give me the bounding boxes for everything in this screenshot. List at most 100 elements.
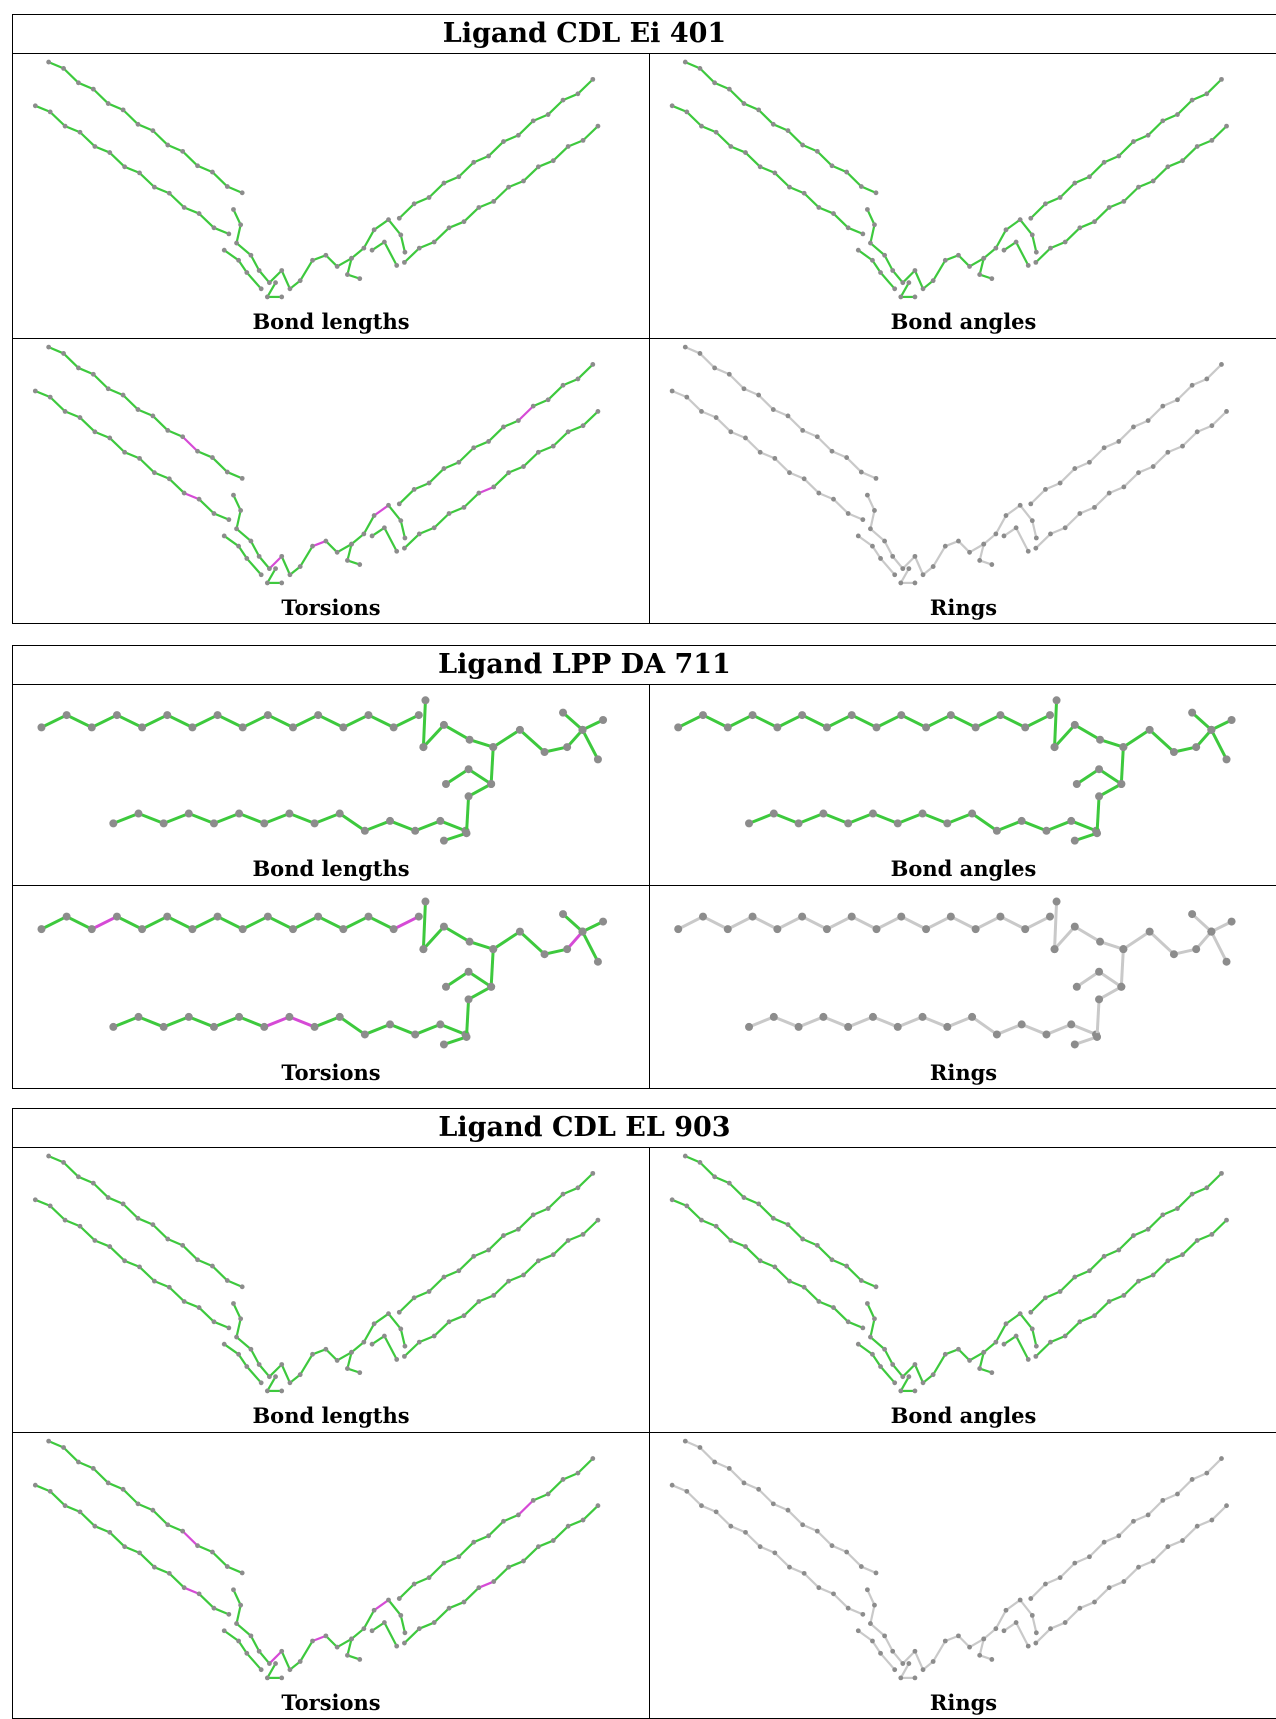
bond xyxy=(465,999,471,1038)
atom xyxy=(1042,826,1051,835)
atom xyxy=(545,397,551,403)
bond xyxy=(342,713,370,729)
atom xyxy=(439,922,448,931)
bond xyxy=(478,1580,495,1589)
atom xyxy=(1204,1470,1210,1476)
bond xyxy=(871,259,882,274)
atom xyxy=(273,1661,278,1666)
atom xyxy=(1219,1456,1224,1461)
atom xyxy=(431,1333,437,1339)
atom xyxy=(165,1236,171,1242)
atom xyxy=(521,464,526,469)
atom xyxy=(62,912,71,921)
atom xyxy=(1087,459,1092,465)
ligand-structure-diagram xyxy=(669,1438,1229,1681)
bond xyxy=(1191,1472,1208,1481)
bond xyxy=(1098,782,1123,798)
atom xyxy=(165,1522,171,1528)
bond xyxy=(715,416,732,433)
bond xyxy=(213,226,230,235)
bond xyxy=(492,1280,510,1297)
panel-grid: Bond lengths Bond angles Torsions Rings xyxy=(13,685,1276,1089)
bond xyxy=(232,1303,242,1320)
atom xyxy=(411,487,417,492)
atom xyxy=(844,169,850,175)
atom xyxy=(743,435,748,441)
atom xyxy=(968,809,977,818)
bond xyxy=(48,61,64,70)
bond xyxy=(40,915,68,931)
bond xyxy=(364,1023,391,1036)
atom xyxy=(845,511,851,516)
atom xyxy=(741,101,747,106)
atom xyxy=(1189,382,1195,388)
bond xyxy=(869,1604,876,1624)
bond xyxy=(1024,915,1051,931)
bond xyxy=(902,269,916,284)
bond xyxy=(153,1566,170,1575)
bond xyxy=(871,545,882,560)
bond xyxy=(677,713,704,729)
atom xyxy=(248,1346,254,1352)
bond xyxy=(522,166,540,182)
bond xyxy=(946,812,973,825)
atom xyxy=(713,1223,719,1229)
atom xyxy=(310,257,315,263)
bond xyxy=(258,1363,271,1378)
atom xyxy=(743,150,748,155)
atom xyxy=(1121,198,1127,204)
atom xyxy=(559,708,568,717)
atom xyxy=(264,1675,270,1681)
bond xyxy=(701,125,717,134)
ligand-panel-2: Ligand LPP DA 711 Bond lengths Bond angl… xyxy=(12,645,1276,1089)
bond xyxy=(268,269,283,284)
atom xyxy=(787,1564,792,1570)
bond xyxy=(463,492,480,509)
atom xyxy=(699,123,704,129)
bond xyxy=(138,457,156,474)
atom xyxy=(977,1366,983,1371)
atom xyxy=(898,1675,904,1681)
bond xyxy=(238,812,265,825)
atom xyxy=(120,1486,126,1492)
atom xyxy=(890,553,896,559)
atom xyxy=(441,180,447,186)
atom xyxy=(180,148,186,154)
atom xyxy=(1092,504,1097,510)
bond xyxy=(1074,1555,1090,1565)
atom xyxy=(550,443,556,449)
atom xyxy=(122,449,128,455)
bond xyxy=(48,346,64,355)
atom xyxy=(723,723,732,732)
atom xyxy=(756,392,762,398)
bond xyxy=(1211,1504,1228,1521)
atom xyxy=(535,164,541,170)
atom xyxy=(892,286,898,292)
bond xyxy=(223,1629,240,1642)
bond xyxy=(211,1265,229,1282)
atom xyxy=(426,195,432,200)
atom xyxy=(211,225,217,231)
atom xyxy=(578,725,587,734)
atom xyxy=(260,819,269,828)
bond xyxy=(978,543,985,561)
bond xyxy=(235,242,252,257)
bond xyxy=(443,461,460,470)
atom xyxy=(1048,1626,1053,1632)
bond xyxy=(996,819,1023,833)
atom xyxy=(334,1644,340,1650)
bond xyxy=(921,1015,948,1029)
bond xyxy=(317,713,344,729)
bond xyxy=(567,1233,584,1242)
atom xyxy=(369,1341,375,1347)
atom xyxy=(396,501,402,507)
atom xyxy=(1033,1640,1039,1646)
bond xyxy=(860,1565,877,1574)
atom xyxy=(872,1316,877,1322)
bond xyxy=(1122,930,1151,951)
atom xyxy=(873,190,879,196)
bond xyxy=(428,182,445,199)
atom xyxy=(829,1257,835,1263)
bond xyxy=(801,915,828,931)
atom xyxy=(1227,716,1236,724)
